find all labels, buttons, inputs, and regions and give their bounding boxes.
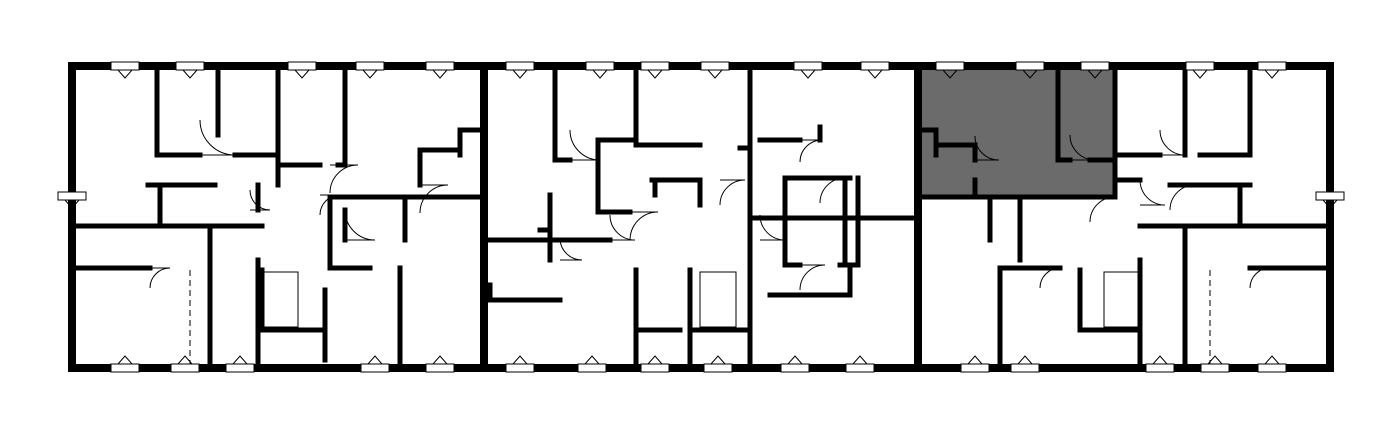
window-top <box>1185 61 1215 71</box>
window-bottom-swing <box>1017 355 1033 365</box>
window-top <box>355 61 385 71</box>
window-bottom-swing <box>967 355 983 365</box>
window-bottom-swing <box>1207 355 1223 365</box>
window-top <box>425 61 455 71</box>
windows <box>57 61 1345 373</box>
window-bottom <box>1200 363 1230 373</box>
window-top <box>175 61 205 71</box>
window-bottom <box>640 363 670 373</box>
window-bottom-swing <box>367 355 383 365</box>
window-top-swing <box>1264 69 1280 79</box>
window-bottom <box>703 363 733 373</box>
window-bottom-swing <box>512 355 528 365</box>
window-top <box>935 61 965 71</box>
window-top-swing <box>1087 69 1103 79</box>
door-swing <box>819 177 846 204</box>
interior-walls <box>69 63 1333 371</box>
window-top-swing <box>707 69 723 79</box>
door-swing <box>1169 184 1196 211</box>
door-swing <box>629 211 659 241</box>
window-bottom <box>1145 363 1175 373</box>
door-swing <box>1249 267 1271 289</box>
stairs <box>261 271 1141 328</box>
door-swing <box>569 129 601 161</box>
window-top-swing <box>647 69 663 79</box>
window-bottom <box>780 363 810 373</box>
window-top <box>860 61 890 71</box>
window-top <box>1080 61 1110 71</box>
window-top <box>110 61 140 71</box>
window-top <box>287 61 317 71</box>
door-swing <box>1089 196 1116 223</box>
window-bottom-swing <box>852 355 868 365</box>
door-swing <box>609 214 636 241</box>
door-swing <box>1069 134 1096 161</box>
window-side-swing <box>1322 199 1338 209</box>
window-top <box>700 61 730 71</box>
window-bottom-swing <box>710 355 726 365</box>
window-top-swing <box>294 69 310 79</box>
window-side <box>57 191 87 201</box>
window-bottom-swing <box>584 355 600 365</box>
window-bottom-swing <box>432 355 448 365</box>
door-swings <box>149 119 1271 291</box>
window-bottom <box>577 363 607 373</box>
door-swing <box>149 267 171 289</box>
door-swing <box>199 119 236 156</box>
window-bottom <box>505 363 535 373</box>
door-swing <box>329 164 359 194</box>
door-swing <box>344 209 376 241</box>
window-bottom-swing <box>647 355 663 365</box>
window-bottom <box>845 363 875 373</box>
door-swing <box>759 214 786 241</box>
window-top <box>585 61 615 71</box>
window-top-swing <box>1192 69 1208 79</box>
window-bottom <box>360 363 390 373</box>
door-swing <box>1139 179 1166 206</box>
window-top <box>1015 61 1045 71</box>
window-top-swing <box>432 69 448 79</box>
door-swing <box>559 237 583 261</box>
dashed-openings <box>189 270 1211 365</box>
window-bottom-swing <box>1264 355 1280 365</box>
window-bottom <box>110 363 140 373</box>
window-top-swing <box>182 69 198 79</box>
door-swing <box>799 139 823 163</box>
door-swing <box>974 135 1000 161</box>
window-bottom <box>170 363 200 373</box>
door-swing <box>719 179 746 206</box>
window-bottom <box>425 363 455 373</box>
window-top-swing <box>117 69 133 79</box>
window-top-swing <box>942 69 958 79</box>
window-side <box>1315 191 1345 201</box>
window-side-swing <box>64 199 80 209</box>
window-top <box>640 61 670 71</box>
window-bottom-swing <box>787 355 803 365</box>
window-top <box>1257 61 1287 71</box>
window-top-swing <box>1022 69 1038 79</box>
door-swing <box>1039 267 1061 289</box>
window-bottom <box>960 363 990 373</box>
window-top-swing <box>592 69 608 79</box>
door-swing <box>799 264 826 291</box>
window-top-swing <box>362 69 378 79</box>
window-top-swing <box>867 69 883 79</box>
window-bottom-swing <box>1152 355 1168 365</box>
window-bottom-swing <box>177 355 193 365</box>
window-bottom-swing <box>117 355 133 365</box>
door-swing <box>319 194 341 216</box>
window-bottom <box>225 363 255 373</box>
door-swing <box>1159 129 1186 156</box>
door-swing <box>249 189 271 211</box>
window-top-swing <box>512 69 528 79</box>
highlighted-unit[interactable] <box>922 68 1115 195</box>
window-top-swing <box>800 69 816 79</box>
window-top <box>505 61 535 71</box>
door-swing <box>419 184 449 214</box>
window-bottom <box>1010 363 1040 373</box>
window-top <box>793 61 823 71</box>
window-bottom-swing <box>232 355 248 365</box>
window-bottom <box>1257 363 1287 373</box>
